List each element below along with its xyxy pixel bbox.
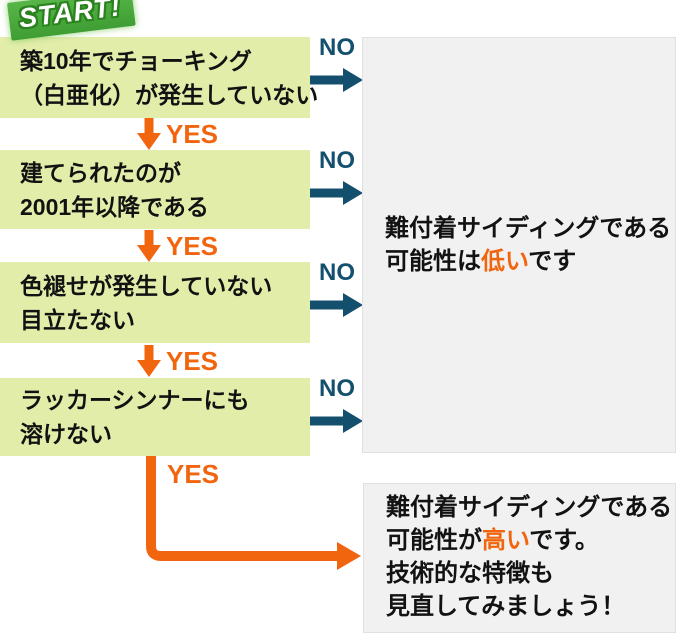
- no-result-line-2: 可能性は低いです: [385, 245, 675, 278]
- yes-result-line-2-pre: 可能性が: [386, 527, 482, 554]
- question-box-4: ラッカーシンナーにも 溶けない: [0, 378, 310, 456]
- no-result-line-2-pre: 可能性は: [385, 248, 481, 275]
- final-yes-label: YES: [167, 459, 220, 489]
- question-4-line-1: ラッカーシンナーにも: [20, 387, 250, 413]
- no-connector-3: NO: [310, 259, 364, 357]
- yes-connector-2: YES: [136, 229, 218, 262]
- yes-label-1: YES: [166, 119, 219, 149]
- no-connector-1: NO: [310, 34, 364, 132]
- no-connector-4: NO: [310, 375, 364, 473]
- yes-result-line-2-post: です。: [529, 527, 599, 554]
- start-label: START!: [17, 0, 123, 34]
- no-right-arrow-icon: [310, 293, 363, 317]
- yes-result-line-2: 可能性が高いです。: [386, 524, 675, 557]
- no-result-line-1: 難付着サイディングである: [385, 215, 672, 242]
- no-connector-2: NO: [310, 147, 364, 245]
- no-label-1: NO: [319, 34, 355, 61]
- yes-down-arrow-icon: [137, 229, 161, 262]
- no-result-line-2-post: です: [528, 248, 577, 275]
- yes-label-3: YES: [166, 345, 219, 376]
- yes-label-2: YES: [166, 230, 219, 261]
- yes-result-line-3: 技術的な特徴も: [386, 560, 554, 587]
- no-result-highlight: 低い: [481, 248, 529, 275]
- yes-connector-3: YES: [136, 343, 218, 378]
- question-box-3: 色褪せが発生していない 目立たない: [0, 262, 310, 343]
- yes-down-arrow-icon: [137, 344, 161, 377]
- no-right-arrow-icon: [310, 409, 363, 433]
- question-3-line-1: 色褪せが発生していない: [20, 272, 273, 299]
- question-box-2: 建てられたのが 2001年以降である: [0, 150, 310, 229]
- question-4-line-2: 溶けない: [20, 421, 112, 447]
- question-1-line-1: 築10年でチョーキング: [20, 47, 252, 74]
- yes-result-line-1: 難付着サイディングである: [386, 494, 673, 521]
- question-1-line-2: （白亜化）が発生していない: [20, 81, 319, 108]
- question-3-line-2: 目立たない: [20, 306, 135, 333]
- yes-down-arrow-icon: [137, 118, 161, 150]
- yes-result-line-4: 見直してみましょう！: [386, 593, 626, 620]
- yes-connector-1: YES: [136, 118, 218, 150]
- no-right-arrow-icon: [310, 181, 363, 205]
- yes-elbow-arrow-icon: [146, 456, 361, 570]
- start-ribbon: START!: [7, 0, 136, 41]
- result-box-yes: 難付着サイディングである 可能性が高いです。 技術的な特徴も 見直してみましょう…: [363, 483, 676, 633]
- no-label-3: NO: [319, 259, 355, 286]
- no-label-4: NO: [319, 375, 355, 402]
- no-label-2: NO: [319, 147, 355, 174]
- question-2-line-2: 2001年以降である: [20, 193, 209, 220]
- question-box-1: 築10年でチョーキング （白亜化）が発生していない: [0, 37, 319, 118]
- no-right-arrow-icon: [310, 68, 363, 92]
- question-2-line-1: 建てられたのが: [20, 159, 181, 186]
- yes-result-highlight: 高い: [482, 527, 530, 554]
- result-box-no: 難付着サイディングである 可能性は低いです: [362, 37, 676, 453]
